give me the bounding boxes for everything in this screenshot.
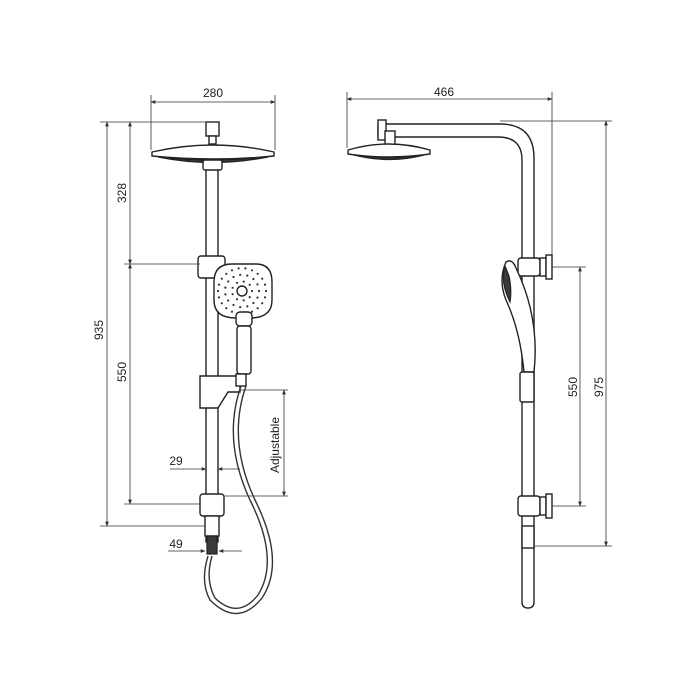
- nozzle-dot: [220, 277, 223, 280]
- front-dimensions: 280 935 328 550 Adjustable 29 49: [92, 86, 288, 553]
- dim-bottom-width: 49: [169, 537, 183, 551]
- nozzle-dot: [231, 286, 234, 289]
- nozzle-dot: [252, 277, 255, 281]
- front-head-joint: [202, 159, 223, 171]
- side-upper-bracket: [517, 257, 541, 277]
- nozzle-dot: [242, 280, 245, 283]
- nozzle-dot: [261, 302, 264, 305]
- nozzle-dot: [252, 301, 255, 305]
- nozzle-dot: [246, 305, 249, 308]
- side-arm-cap: [377, 119, 387, 141]
- nozzle-dot: [225, 307, 228, 310]
- dim-total-height: 935: [92, 320, 106, 340]
- hand-shower-nozzles: [216, 267, 268, 315]
- nozzle-dot: [224, 293, 227, 296]
- nozzle-dot: [232, 275, 235, 279]
- nozzle-dot: [244, 267, 247, 270]
- hand-shower-handle: [236, 325, 252, 375]
- side-dimensions: 466 975 550: [346, 85, 612, 547]
- nozzle-dot: [248, 296, 251, 299]
- side-arm-and-rail: [377, 123, 535, 609]
- front-holder: [199, 375, 241, 409]
- front-outlet-nut: [206, 535, 218, 555]
- nozzle-dot: [227, 280, 230, 283]
- dim-side-width: 466: [434, 85, 454, 99]
- side-shower-head: [347, 143, 431, 158]
- dim-side-total-height: 975: [592, 377, 606, 397]
- nozzle-dot: [235, 281, 239, 284]
- nozzle-dot: [263, 296, 267, 299]
- nozzle-dot: [227, 299, 230, 302]
- nozzle-dot: [225, 272, 228, 275]
- nozzle-dot: [246, 274, 249, 277]
- nozzle-dot: [248, 283, 251, 286]
- dim-adjustable: Adjustable: [268, 417, 282, 473]
- nozzle-dot: [230, 269, 234, 272]
- nozzle-dot: [256, 307, 259, 310]
- nozzle-dot: [263, 283, 267, 286]
- dim-rail-height: 550: [115, 362, 129, 382]
- front-hose-outer: [208, 385, 268, 609]
- side-lower-bracket: [517, 495, 541, 517]
- front-hose-inner: [203, 385, 274, 615]
- nozzle-dot: [250, 289, 254, 293]
- side-view: [347, 119, 553, 609]
- nozzle-dot: [231, 293, 234, 296]
- nozzle-dot: [224, 286, 227, 289]
- nozzle-dot: [256, 272, 259, 275]
- front-rail: [205, 159, 219, 543]
- nozzle-dot: [216, 289, 220, 293]
- nozzle-dot: [242, 299, 245, 302]
- nozzle-dot: [235, 298, 239, 301]
- nozzle-dot: [256, 283, 259, 286]
- side-lower-mount: [539, 496, 547, 516]
- dim-front-width: 280: [203, 86, 223, 100]
- nozzle-dot: [256, 296, 259, 299]
- nozzle-dot: [237, 267, 240, 270]
- front-top-connector: [205, 121, 220, 137]
- front-holder-cap: [235, 373, 247, 387]
- nozzle-dot: [220, 302, 223, 305]
- nozzle-dot: [257, 289, 261, 293]
- front-shower-face: [157, 156, 269, 164]
- side-outlet: [521, 525, 535, 549]
- side-shower-face: [353, 154, 425, 161]
- dim-rail-diameter: 29: [169, 454, 183, 468]
- front-top-neck: [208, 135, 217, 145]
- nozzle-dot: [261, 277, 264, 280]
- nozzle-dot: [217, 283, 221, 286]
- nozzle-dot: [264, 289, 268, 293]
- front-outlet-body: [204, 515, 220, 537]
- front-shower-head: [151, 144, 275, 160]
- side-arm-joint: [384, 130, 396, 146]
- side-upper-mount: [539, 257, 547, 277]
- nozzle-dot: [232, 303, 235, 307]
- hand-shower-center: [236, 285, 248, 297]
- front-lower-bracket: [199, 493, 225, 517]
- nozzle-dot: [217, 296, 221, 299]
- side-upper-flange: [545, 254, 553, 280]
- side-holder: [519, 371, 535, 403]
- dim-top-height: 328: [115, 183, 129, 203]
- nozzle-dot: [250, 269, 254, 272]
- nozzle-dot: [239, 306, 242, 309]
- nozzle-dot: [230, 310, 234, 313]
- front-view: [151, 121, 275, 615]
- side-hand-shower-face: [502, 264, 512, 304]
- nozzle-dot: [250, 310, 254, 313]
- dim-side-rail-height: 550: [566, 377, 580, 397]
- side-lower-flange: [545, 493, 553, 519]
- nozzle-dot: [239, 273, 242, 276]
- hand-shower-neck: [235, 311, 253, 327]
